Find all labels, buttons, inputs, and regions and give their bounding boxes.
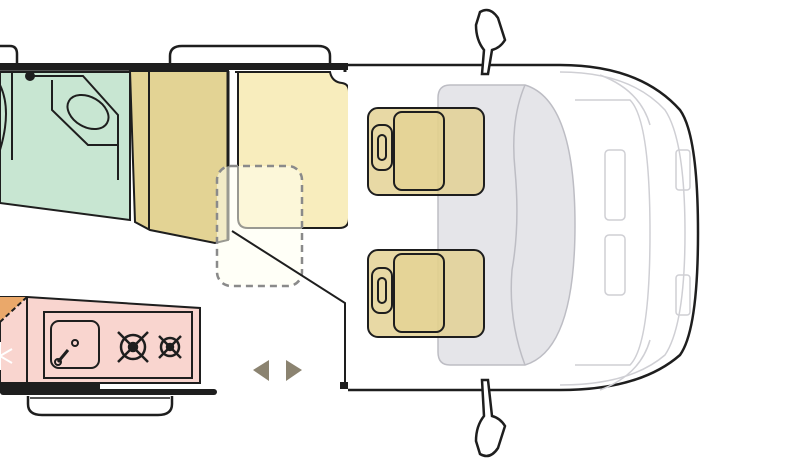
cab-seat-icon bbox=[367, 107, 485, 196]
window-top-left bbox=[0, 44, 19, 68]
wardrobe bbox=[128, 70, 229, 245]
window-bottom bbox=[26, 396, 174, 417]
mirror-icon bbox=[474, 8, 507, 76]
window-top bbox=[168, 44, 332, 68]
wall-bottom bbox=[0, 383, 100, 393]
sink-icon bbox=[50, 320, 100, 369]
burner-icon bbox=[158, 335, 182, 359]
burner-icon bbox=[117, 331, 149, 363]
prev-arrow-icon[interactable] bbox=[253, 360, 269, 381]
partition bbox=[231, 230, 346, 385]
snowflake-icon bbox=[0, 342, 13, 370]
cab-seat-icon bbox=[367, 249, 485, 338]
cab-detail bbox=[559, 71, 691, 391]
toilet-icon bbox=[0, 71, 119, 180]
mirror-icon bbox=[474, 378, 507, 458]
next-arrow-icon[interactable] bbox=[286, 360, 302, 381]
bathroom bbox=[0, 71, 131, 222]
wall-top bbox=[0, 63, 348, 70]
table-dashed bbox=[215, 164, 304, 288]
